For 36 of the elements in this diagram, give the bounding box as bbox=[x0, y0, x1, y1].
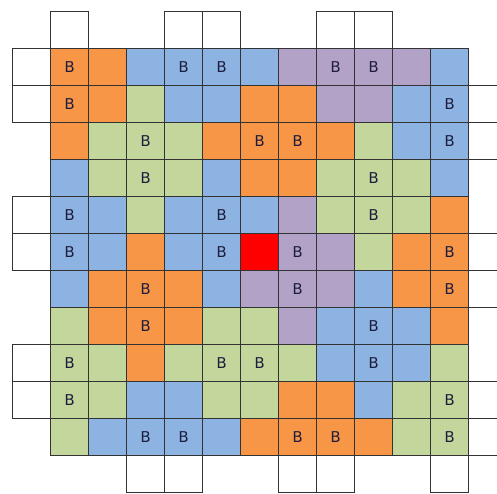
grid-cell: B bbox=[354, 344, 393, 382]
grid-cell: B bbox=[126, 122, 165, 160]
grid-cell: B bbox=[316, 48, 355, 86]
grid-cell: B bbox=[430, 122, 469, 160]
grid-cell: B bbox=[240, 344, 279, 382]
grid-cell: B bbox=[430, 418, 469, 456]
grid-cell: B bbox=[278, 122, 317, 160]
grid-cell: B bbox=[430, 381, 469, 419]
grid-cell: B bbox=[278, 418, 317, 456]
grid-cell: B bbox=[50, 233, 89, 271]
grid-cell: B bbox=[126, 418, 165, 456]
grid-cell: B bbox=[354, 307, 393, 345]
grid-cell: B bbox=[164, 48, 203, 86]
grid-cell: B bbox=[50, 344, 89, 382]
grid-cell: B bbox=[126, 307, 165, 345]
grid-cell: B bbox=[50, 85, 89, 123]
grid-cell: B bbox=[240, 122, 279, 160]
grid-cell: B bbox=[316, 418, 355, 456]
grid-cell: B bbox=[354, 159, 393, 197]
grid-cell: B bbox=[202, 48, 241, 86]
grid-cell: B bbox=[202, 344, 241, 382]
grid-cell: B bbox=[430, 233, 469, 271]
grid-cell: B bbox=[202, 233, 241, 271]
grid-cell: B bbox=[278, 270, 317, 308]
grid-cell: B bbox=[202, 196, 241, 234]
grid-cell: B bbox=[50, 196, 89, 234]
grid-cell: B bbox=[430, 85, 469, 123]
grid-cell: B bbox=[126, 159, 165, 197]
grid-cell: B bbox=[164, 418, 203, 456]
grid-cell: B bbox=[354, 196, 393, 234]
grid-cell: B bbox=[126, 270, 165, 308]
grid-cell: B bbox=[354, 48, 393, 86]
grid-cell: B bbox=[50, 48, 89, 86]
grid-cell: B bbox=[278, 233, 317, 271]
grid-cell: B bbox=[50, 381, 89, 419]
grid-cell: B bbox=[430, 270, 469, 308]
